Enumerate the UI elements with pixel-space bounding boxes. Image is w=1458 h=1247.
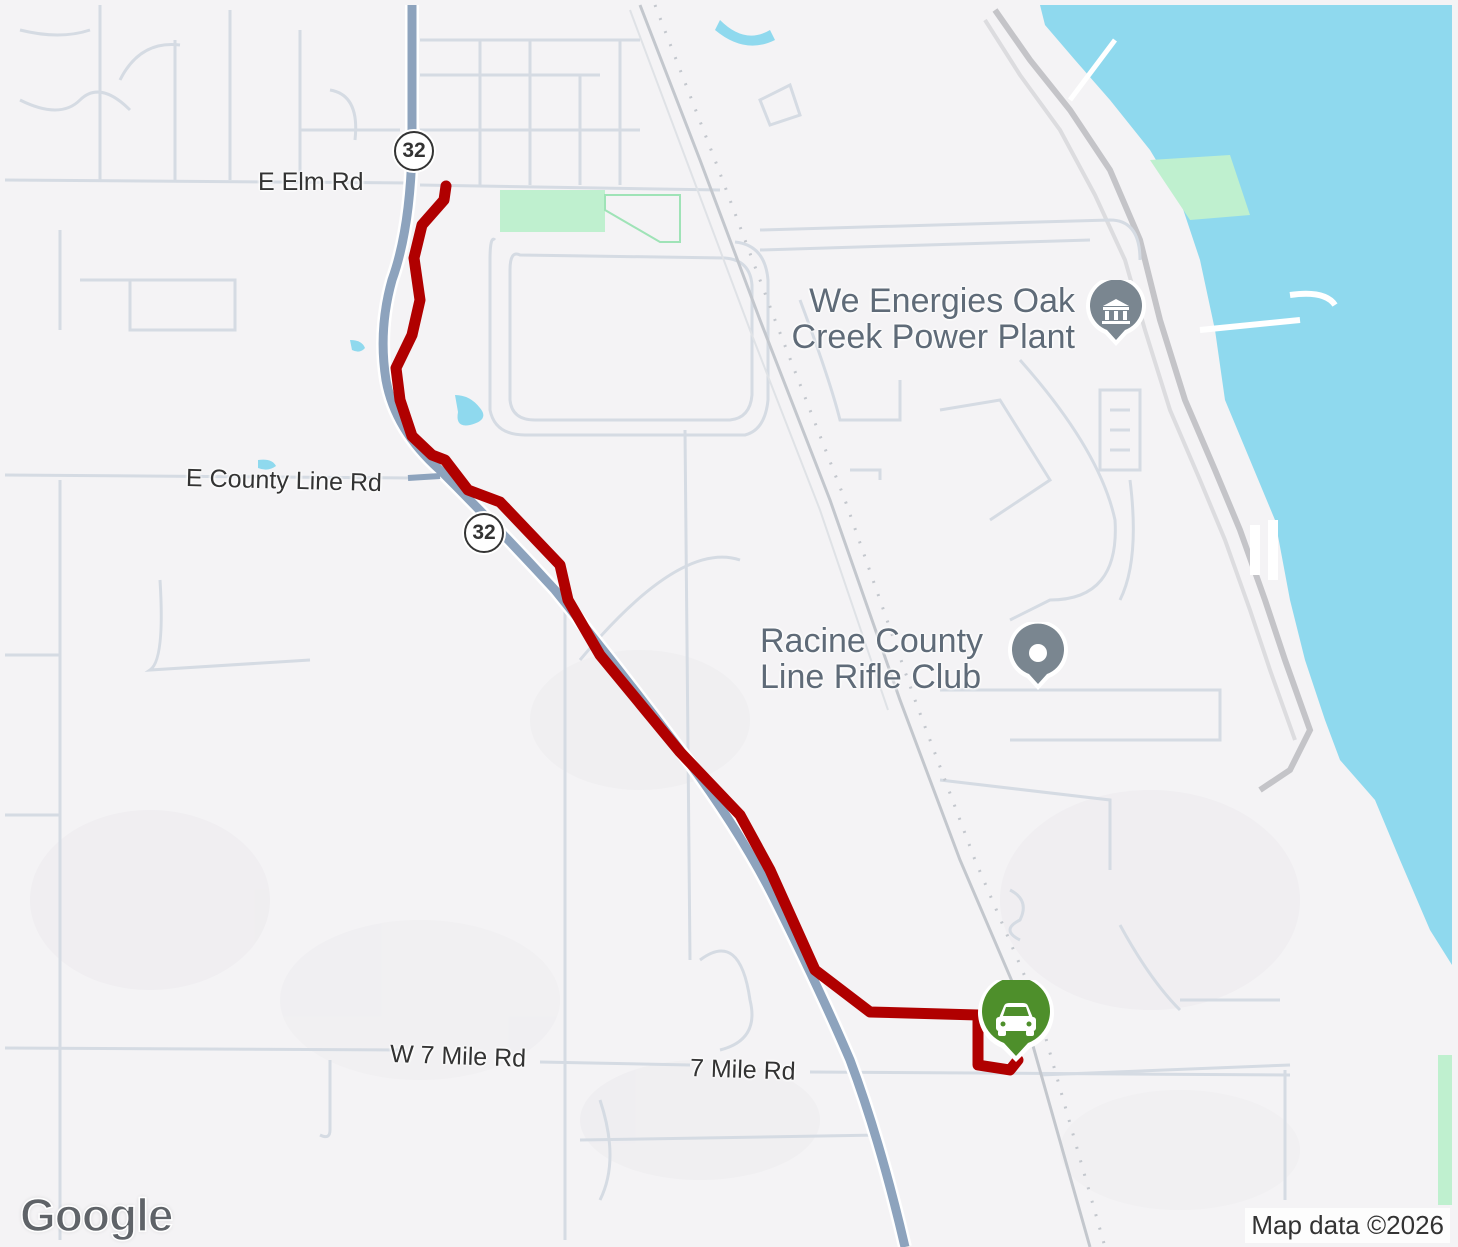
pier xyxy=(1268,520,1278,580)
pond xyxy=(350,340,365,352)
minor-streets xyxy=(4,5,1291,1240)
pier xyxy=(1068,38,1117,102)
shoreline-bluff xyxy=(992,8,1314,793)
highway-shield-32: 32 xyxy=(394,131,434,171)
road-label-e-elm-rd: E Elm Rd xyxy=(258,168,364,196)
park-area xyxy=(1438,1055,1452,1205)
poi-label-line: Line Rifle Club xyxy=(760,658,982,696)
place-pin-icon[interactable] xyxy=(1005,622,1071,694)
highway-shield-32: 32 xyxy=(464,513,504,553)
terrain-shading xyxy=(30,650,1300,1210)
poi-label-line: Racine County xyxy=(760,622,984,660)
railroad xyxy=(629,4,1107,1247)
plant-facility-roads xyxy=(488,82,1142,622)
landmark-icon[interactable] xyxy=(1083,280,1149,350)
pier xyxy=(1199,317,1301,333)
google-logo: Google xyxy=(19,1188,174,1242)
park-area xyxy=(500,190,605,232)
driving-route-line xyxy=(390,180,1024,1076)
pier xyxy=(1250,525,1260,575)
highway-ramp xyxy=(407,473,441,481)
poi-label-line: We Energies Oak xyxy=(809,282,1075,320)
pond xyxy=(455,395,484,426)
road-label-e-county-line-rd: E County Line Rd xyxy=(185,464,383,498)
pond xyxy=(715,20,775,46)
shoreline-bluff-inner xyxy=(983,18,1297,741)
poi-label-rifle-club[interactable]: Racine County Line Rifle Club xyxy=(760,623,983,695)
poi-label-power-plant[interactable]: We Energies Oak Creek Power Plant xyxy=(770,283,1075,355)
poi-label-line: Creek Power Plant xyxy=(791,318,1075,356)
pier xyxy=(1289,290,1338,307)
car-icon[interactable] xyxy=(975,980,1057,1066)
park-area xyxy=(1150,155,1250,220)
pond xyxy=(258,459,276,470)
lake-water xyxy=(1040,5,1452,965)
map-attribution[interactable]: Map data ©2026 xyxy=(1245,1208,1450,1243)
park-area xyxy=(604,194,681,243)
road-label-7-mile-rd: 7 Mile Rd xyxy=(689,1054,797,1086)
road-label-w-7-mile-rd: W 7 Mile Rd xyxy=(389,1040,527,1073)
